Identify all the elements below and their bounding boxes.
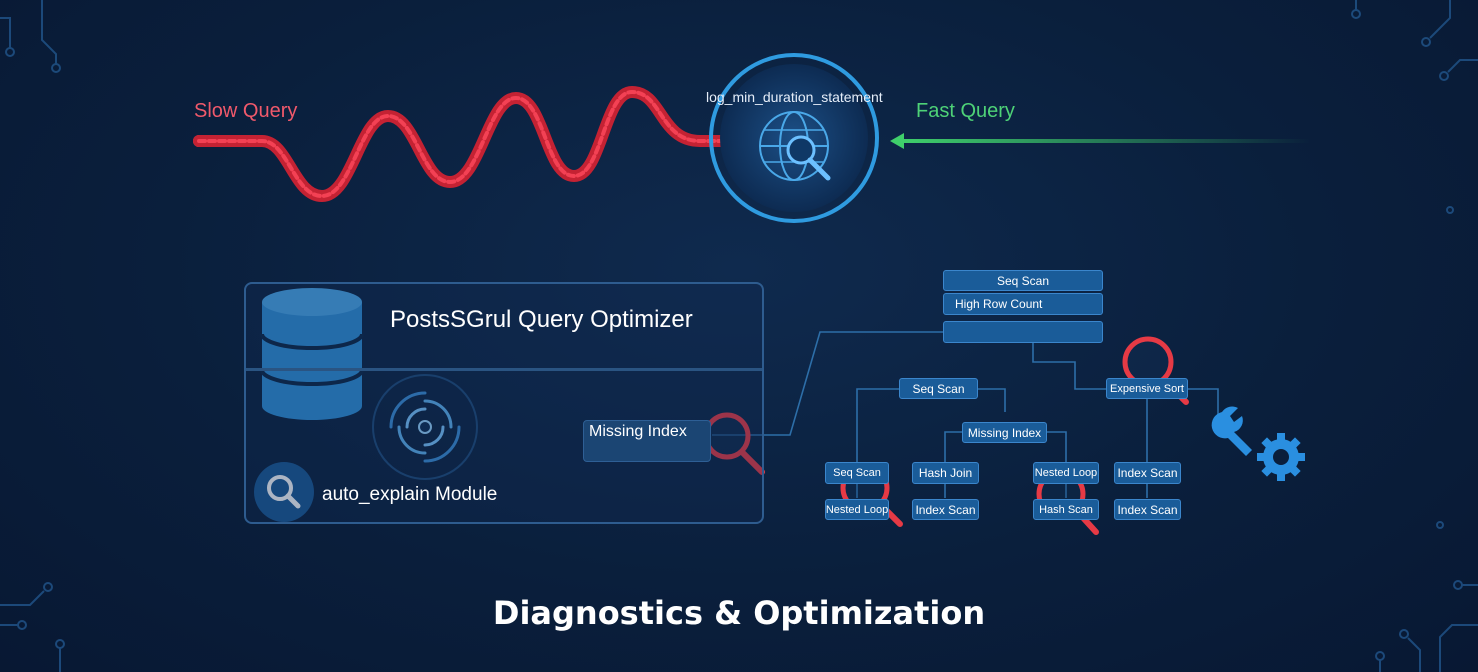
optimizer-title: PostsSGrul Query Optimizer xyxy=(390,306,693,333)
plan-node-blank xyxy=(943,321,1103,343)
slow-query-label: Slow Query xyxy=(194,100,298,122)
search-icon xyxy=(254,462,314,522)
plan-node-seq-scan: Seq Scan xyxy=(899,378,978,399)
fast-query-label: Fast Query xyxy=(916,100,1015,122)
plan-node-missing-index: Missing Index xyxy=(962,422,1047,443)
missing-index-box xyxy=(583,420,711,462)
footer-title: Diagnostics & Optimization xyxy=(492,594,986,632)
optimizer-panel xyxy=(244,282,764,524)
globe-search-icon xyxy=(709,53,879,223)
magnifier-icon xyxy=(703,412,765,475)
plan-tree-connectors xyxy=(712,331,1219,498)
plan-node-high-row-count: High Row Count xyxy=(943,293,1103,315)
missing-index-label: Missing Index xyxy=(589,423,687,440)
gear-icon xyxy=(1257,433,1305,481)
threshold-label: log_min_duration_statement xyxy=(706,89,883,105)
wrench-icon xyxy=(1211,406,1252,456)
plan-node-hash-join: Hash Join xyxy=(912,462,979,484)
plan-node-nested-loop: Nested Loop xyxy=(1033,462,1099,484)
auto-explain-label: auto_explain Module xyxy=(322,484,498,505)
vortex-icon xyxy=(372,374,478,480)
plan-node-nested-loop-leaf: Nested Loop xyxy=(825,499,889,520)
plan-node-seq-scan-leaf: Seq Scan xyxy=(825,462,889,484)
plan-node-index-scan-leaf-2: Index Scan xyxy=(1114,499,1181,520)
fast-query-arrow xyxy=(890,133,1310,149)
plan-node-index-scan-leaf: Index Scan xyxy=(912,499,979,520)
plan-node-expensive-sort: Expensive Sort xyxy=(1106,378,1188,399)
plan-node-index-scan: Index Scan xyxy=(1114,462,1181,484)
database-icon xyxy=(260,288,364,420)
panel-divider xyxy=(246,368,762,371)
plan-node-seq-scan-top: Seq Scan xyxy=(943,270,1103,291)
plan-node-hash-scan: Hash Scan xyxy=(1033,499,1099,520)
